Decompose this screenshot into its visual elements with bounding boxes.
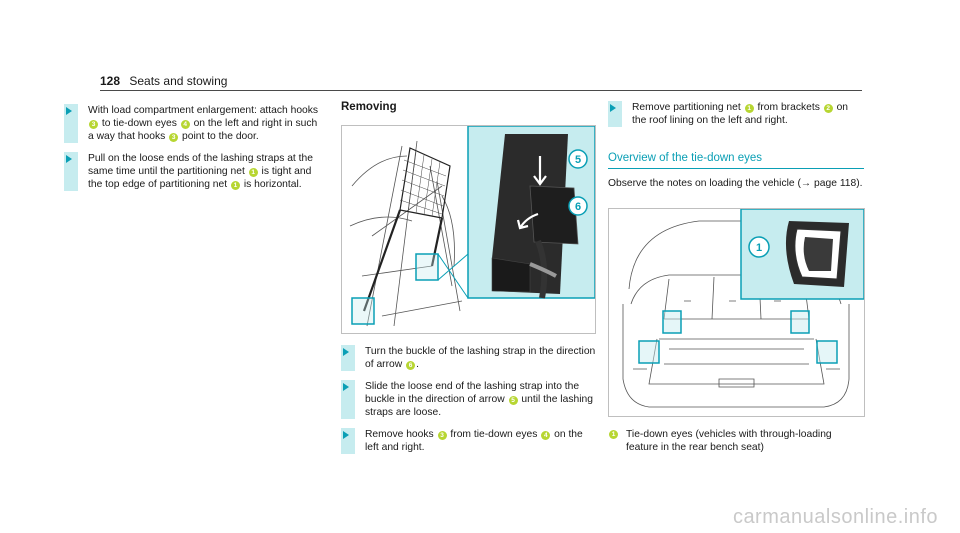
page-number: 128 xyxy=(100,74,121,88)
callout-5-label: 5 xyxy=(575,154,581,166)
callout-number: 4 xyxy=(541,431,551,440)
callout-number: 4 xyxy=(180,120,190,129)
step-text-fragment: is horizontal. xyxy=(240,179,302,190)
step-text-fragment: Remove partitioning net xyxy=(632,102,744,113)
legend-text: Tie-down eyes (vehicles with through-loa… xyxy=(626,429,832,453)
step-marker-bar xyxy=(64,104,78,143)
callout-number: 3 xyxy=(437,431,447,440)
overview-figure: 1 xyxy=(608,208,865,417)
step-marker-bar xyxy=(341,345,355,371)
callout-number: 1 xyxy=(248,168,258,177)
instruction-step: Turn the buckle of the lashing strap in … xyxy=(341,345,596,371)
step-text: Pull on the loose ends of the lashing st… xyxy=(88,152,322,191)
instruction-step: Slide the loose end of the lashing strap… xyxy=(341,380,596,419)
instruction-step: Remove partitioning net 1 from brackets … xyxy=(608,101,864,127)
overview-note: Observe the notes on loading the vehicle… xyxy=(608,178,863,189)
step-text-fragment: Turn the buckle of the lashing strap in … xyxy=(365,346,596,370)
overview-section: Overview of the tie-down eyes Observe th… xyxy=(608,152,864,196)
step-text: Turn the buckle of the lashing strap in … xyxy=(365,345,596,371)
step-text-fragment: on the left and right. xyxy=(365,429,583,453)
step-text: Slide the loose end of the lashing strap… xyxy=(365,380,596,419)
step-arrow-icon xyxy=(343,383,349,391)
overview-callout-1-label: 1 xyxy=(756,242,762,254)
callout-number: 3 xyxy=(169,133,179,142)
step-text-fragment: to tie-down eyes xyxy=(99,118,180,129)
step-text-fragment: Slide the loose end of the lashing strap… xyxy=(365,381,580,405)
step-text-fragment: point to the door. xyxy=(179,131,259,142)
step-text: Remove partitioning net 1 from brackets … xyxy=(632,101,864,127)
overview-legend: 1 Tie-down eyes (vehicles with through-l… xyxy=(608,428,864,454)
step-text-fragment: is tight and the top edge of partitionin… xyxy=(88,166,312,190)
watermark: carmanualsonline.info xyxy=(732,506,938,528)
instruction-step: With load compartment enlargement: attac… xyxy=(64,104,322,143)
overview-callout-1-marker xyxy=(748,236,770,258)
step-arrow-icon xyxy=(610,104,616,112)
legend-callout: 1 xyxy=(609,430,618,439)
step-text-fragment: on the roof lining on the left and right… xyxy=(632,102,849,126)
step-marker-bar xyxy=(64,152,78,191)
step-arrow-icon xyxy=(343,431,349,439)
step-text-fragment: With load compartment enlargement: attac… xyxy=(88,105,319,116)
right-column: Remove partitioning net 1 from brackets … xyxy=(608,101,864,136)
callout-number: 6 xyxy=(406,361,416,370)
step-text: Remove hooks 3 from tie-down eyes 4 on t… xyxy=(365,428,596,454)
step-arrow-icon xyxy=(66,107,72,115)
section-name: Seats and stowing xyxy=(129,74,228,88)
left-column: With load compartment enlargement: attac… xyxy=(64,104,322,200)
callout-number: 3 xyxy=(89,120,98,129)
step-marker-bar xyxy=(608,101,622,127)
step-text: With load compartment enlargement: attac… xyxy=(88,104,322,143)
step-text-fragment: until the lashing straps are loose. xyxy=(365,394,593,418)
step-text-fragment: from brackets xyxy=(754,102,823,113)
step-text-fragment: . xyxy=(416,359,419,370)
removing-illustration: 5 6 xyxy=(349,126,595,327)
removing-steps: Turn the buckle of the lashing strap in … xyxy=(341,345,596,463)
removing-figure: 5 6 xyxy=(341,125,596,334)
step-arrow-icon xyxy=(343,348,349,356)
step-arrow-icon xyxy=(66,155,72,163)
callout-number: 5 xyxy=(508,396,518,405)
step-text-fragment: on the left and right in such a way that… xyxy=(88,118,318,142)
callout-6-label: 6 xyxy=(575,201,581,213)
header-rule xyxy=(100,90,862,91)
step-marker-bar xyxy=(341,428,355,454)
callout-number: 2 xyxy=(823,104,833,113)
middle-column: Removing xyxy=(341,101,596,122)
instruction-step: Pull on the loose ends of the lashing st… xyxy=(64,152,322,191)
callout-number: 1 xyxy=(744,104,754,113)
step-marker-bar xyxy=(341,380,355,419)
callout-6-marker xyxy=(568,196,588,216)
callout-5-marker xyxy=(568,149,588,169)
overview-title: Overview of the tie-down eyes xyxy=(608,152,864,169)
step-text-fragment: Pull on the loose ends of the lashing st… xyxy=(88,153,313,177)
page-header: 128 Seats and stowing xyxy=(100,74,227,88)
instruction-step: Remove hooks 3 from tie-down eyes 4 on t… xyxy=(341,428,596,454)
callout-number: 1 xyxy=(230,181,240,190)
step-text-fragment: Remove hooks xyxy=(365,429,437,440)
step-text-fragment: from tie-down eyes xyxy=(447,429,541,440)
removing-title: Removing xyxy=(341,101,397,113)
overview-illustration: 1 xyxy=(622,209,864,408)
